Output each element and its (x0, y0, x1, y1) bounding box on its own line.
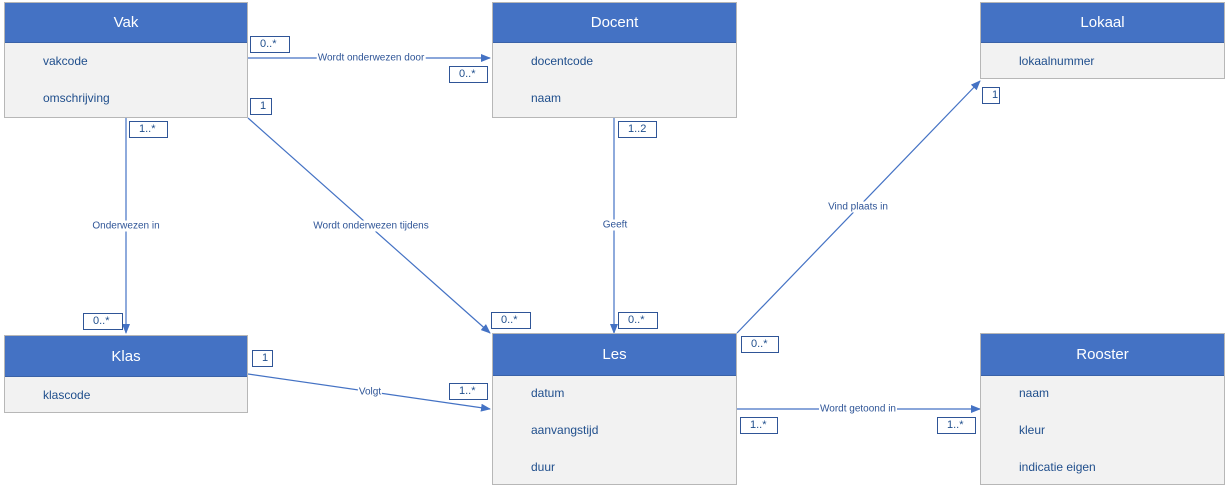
mult-vak-to-les: 1 (250, 98, 272, 115)
attr-aanvangstijd: aanvangstijd (531, 423, 599, 437)
label-les-lokaal: Vind plaats in (827, 201, 889, 213)
label-vak-les: Wordt onderwezen tijdens (312, 220, 430, 232)
attr-datum: datum (531, 386, 565, 400)
mult-les-from-docent: 0..* (618, 312, 658, 329)
mult-les-from-klas: 1..* (449, 383, 488, 400)
attr-indicatie-eigen: indicatie eigen (1019, 460, 1096, 474)
mult-rooster-from-les: 1..* (937, 417, 976, 434)
mult-docent-from-vak: 0..* (449, 66, 488, 83)
mult-klas-to-les: 1 (252, 350, 273, 367)
entity-les-title: Les (493, 334, 736, 376)
entity-vak[interactable]: Vak vakcode omschrijving (4, 2, 248, 118)
attr-rooster-naam: naam (1019, 386, 1050, 400)
attr-lokaalnummer: lokaalnummer (1019, 54, 1095, 68)
label-les-rooster: Wordt getoond in (819, 403, 897, 415)
entity-lokaal-title: Lokaal (981, 3, 1224, 43)
entity-docent[interactable]: Docent docentcode naam (492, 2, 737, 118)
attr-kleur: kleur (1019, 423, 1046, 437)
entity-rooster[interactable]: Rooster naam kleur indicatie eigen (980, 333, 1225, 485)
mult-les-to-rooster: 1..* (740, 417, 778, 434)
mult-les-to-lokaal: 0..* (741, 336, 779, 353)
label-vak-docent: Wordt onderwezen door (316, 52, 426, 64)
attr-naam: naam (531, 91, 562, 105)
attr-docentcode: docentcode (531, 54, 594, 68)
entity-docent-title: Docent (493, 3, 736, 43)
attr-vakcode: vakcode (43, 54, 88, 68)
entity-rooster-title: Rooster (981, 334, 1224, 376)
mult-docent-to-les: 1..2 (618, 121, 657, 138)
label-klas-les: Volgt (357, 386, 383, 398)
entity-klas-title: Klas (5, 336, 247, 377)
label-docent-les: Geeft (601, 219, 629, 231)
entity-lokaal[interactable]: Lokaal lokaalnummer (980, 2, 1225, 79)
label-vak-klas: Onderwezen in (91, 220, 161, 232)
entity-les[interactable]: Les datum aanvangstijd duur (492, 333, 737, 485)
mult-vak-to-docent: 0..* (250, 36, 290, 53)
attr-omschrijving: omschrijving (43, 91, 110, 105)
attr-duur: duur (531, 460, 556, 474)
mult-klas-from-vak: 0..* (83, 313, 123, 330)
mult-les-from-vak: 0..* (491, 312, 531, 329)
mult-lokaal-from-les: 1 (982, 87, 1000, 104)
attr-klascode: klascode (43, 388, 91, 402)
entity-klas[interactable]: Klas klascode (4, 335, 248, 413)
entity-vak-title: Vak (5, 3, 247, 43)
mult-vak-to-klas: 1..* (129, 121, 168, 138)
